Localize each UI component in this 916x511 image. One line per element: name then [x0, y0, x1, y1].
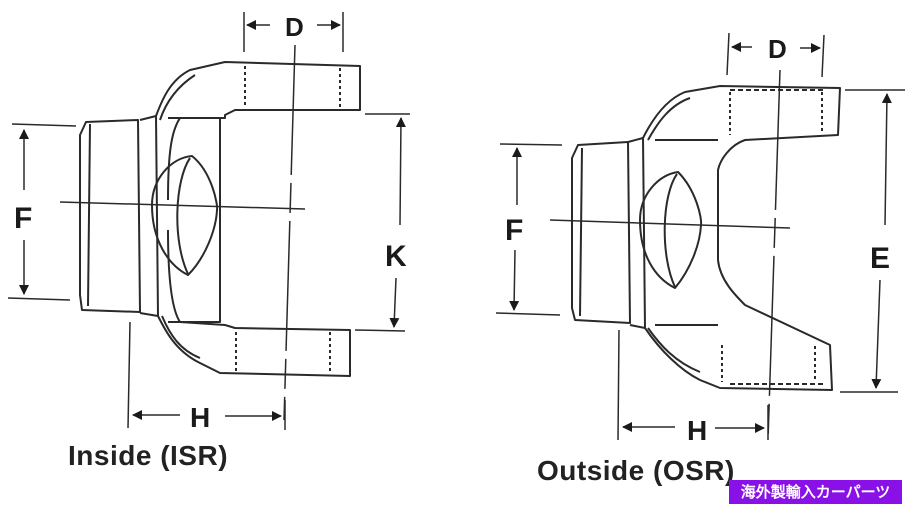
isr-f-label: F [14, 202, 32, 235]
watermark-badge: 海外製輸入カーパーツ [729, 480, 902, 504]
osr-h-label: H [687, 415, 707, 446]
osr-f-label: F [505, 214, 523, 247]
isr-dimension-lines [7, 12, 410, 430]
isr-yoke-drawing [59, 44, 361, 421]
osr-d-label: D [768, 34, 787, 64]
isr-k-label: K [385, 240, 407, 273]
isr-d-label: D [285, 12, 304, 42]
osr-caption: Outside (OSR) [537, 455, 735, 486]
isr-caption: Inside (ISR) [68, 440, 229, 471]
osr-dimension-lines [495, 32, 905, 441]
isr-h-label: H [190, 402, 210, 433]
osr-e-label: E [870, 242, 890, 275]
osr-yoke-drawing [549, 69, 841, 441]
